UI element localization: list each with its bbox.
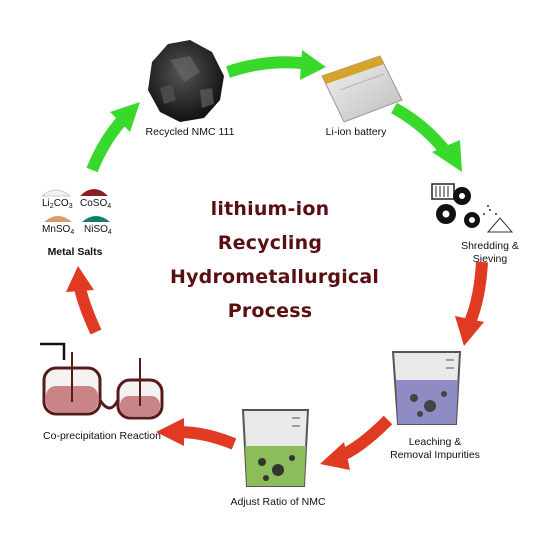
arrow-salts-to-recycled bbox=[86, 102, 140, 173]
recycled-nmc-image bbox=[148, 40, 224, 122]
salt-coso4: CoSO4 bbox=[80, 198, 112, 210]
arrow-battery-to-shredding bbox=[391, 102, 462, 172]
salt-niso4: NiSO4 bbox=[84, 224, 112, 236]
salt-mnso4: MnSO4 bbox=[42, 224, 75, 236]
adjust-beaker-image bbox=[241, 409, 310, 487]
label-metal-salts: Metal Salts bbox=[47, 246, 103, 258]
title-line-4: Process bbox=[227, 300, 313, 322]
coprecip-reactors-image bbox=[40, 342, 164, 420]
arrow-recycled-to-battery bbox=[226, 50, 326, 80]
label-coprecipitation: Co-precipitation Reaction bbox=[43, 430, 161, 442]
arrow-adjust-to-coprecip bbox=[156, 418, 237, 450]
label-shredding-line-2: Sieving bbox=[472, 253, 508, 265]
metal-salts-image bbox=[40, 189, 110, 222]
title-line-1: lithium-ion bbox=[210, 198, 330, 220]
label-leaching-line-2: Removal Impurities bbox=[390, 449, 480, 461]
label-li-ion-battery: Li-ion battery bbox=[325, 126, 387, 138]
arrow-leaching-to-adjust bbox=[320, 415, 393, 470]
title-line-2: Recycling bbox=[217, 232, 323, 254]
title-line-3: Hydrometallurgical bbox=[170, 266, 380, 288]
label-leaching-line-1: Leaching & bbox=[408, 436, 462, 448]
arrow-coprecip-to-salts bbox=[66, 266, 102, 335]
label-recycled-nmc: Recycled NMC 111 bbox=[145, 126, 235, 138]
salt-li2co3: Li2CO3 bbox=[42, 198, 73, 210]
battery-image bbox=[321, 55, 403, 123]
label-shredding-line-1: Shredding & bbox=[461, 240, 519, 252]
arrow-shredding-to-leaching bbox=[455, 261, 488, 346]
leaching-beaker-image bbox=[391, 351, 462, 425]
shredder-gears-image bbox=[431, 183, 514, 233]
label-adjust-ratio: Adjust Ratio of NMC bbox=[230, 496, 326, 508]
